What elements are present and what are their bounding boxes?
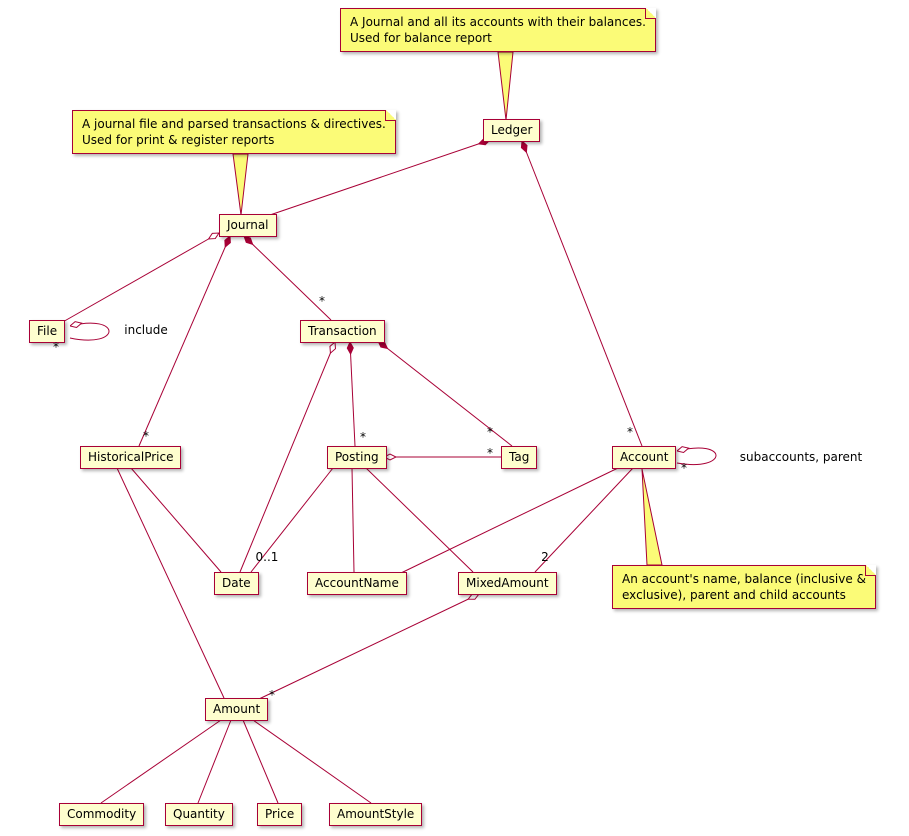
edge-file-self-loop [70, 323, 110, 341]
class-mixedamount: MixedAmount [458, 572, 557, 595]
label-tag-from-transaction-multiplicity: * [487, 425, 493, 439]
class-journal: Journal [219, 214, 277, 237]
note-journal-line2: Used for print & register reports [82, 133, 275, 147]
edge-transaction-date [239, 342, 335, 573]
edge-transaction-tag [378, 341, 513, 447]
note-account: An account's name, balance (inclusive & … [612, 565, 876, 609]
class-historicalprice: HistoricalPrice [80, 446, 182, 469]
note-account-line2: exclusive), parent and child accounts [622, 588, 846, 602]
edge-account-self-loop [677, 448, 717, 465]
edge-posting-mixedamount [365, 467, 474, 573]
edge-historicalprice-date [130, 467, 222, 573]
edge-posting-date [250, 467, 334, 573]
class-amount: Amount [205, 698, 269, 721]
note-ledger-line1: A Journal and all its accounts with thei… [350, 15, 646, 29]
label-tag-from-posting-multiplicity: * [487, 446, 493, 460]
class-accountname: AccountName [307, 572, 407, 595]
note-journal-line1: A journal file and parsed transactions &… [82, 117, 386, 131]
edge-journal-historicalprice [138, 236, 230, 447]
label-account-self-multiplicity: * [681, 461, 687, 475]
edge-mixedamount-amount [258, 594, 479, 700]
label-account-from-ledger-multiplicity: * [627, 425, 633, 439]
note-ledger: A Journal and all its accounts with thei… [340, 8, 656, 52]
note-tail-journal [232, 153, 249, 216]
note-journal: A journal file and parsed transactions &… [72, 110, 396, 154]
class-transaction: Transaction [300, 320, 385, 343]
label-include: include [124, 323, 168, 337]
label-amount-multiplicity: * [269, 688, 275, 702]
class-amountstyle: AmountStyle [329, 803, 423, 826]
edge-account-mixedamount [534, 467, 634, 573]
label-transaction-multiplicity: * [319, 294, 325, 308]
note-tail-ledger [497, 51, 514, 121]
note-fold-icon [384, 110, 396, 121]
edge-account-accountname [400, 467, 619, 574]
edge-ledger-account [522, 141, 643, 447]
class-commodity: Commodity [59, 803, 145, 826]
label-subaccounts-parent: subaccounts, parent [739, 450, 863, 464]
edge-amount-price [242, 719, 279, 804]
edge-ledger-journal [266, 140, 490, 217]
class-posting: Posting [327, 446, 387, 469]
edge-amount-quantity [197, 719, 232, 804]
class-price: Price [257, 803, 303, 826]
class-quantity: Quantity [165, 803, 233, 826]
label-posting-multiplicity: * [360, 430, 366, 444]
edge-journal-transaction [244, 236, 332, 321]
note-fold-icon [864, 565, 876, 576]
class-file: File [29, 320, 66, 343]
note-ledger-line2: Used for balance report [350, 31, 492, 45]
edge-amount-amountstyle [252, 719, 372, 804]
edge-journal-file [60, 233, 219, 324]
label-mixedamount-multiplicity: 2 [541, 550, 549, 564]
class-tag: Tag [501, 446, 538, 469]
note-account-line1: An account's name, balance (inclusive & [622, 572, 866, 586]
note-fold-icon [644, 8, 656, 19]
edge-historicalprice-amount [116, 467, 225, 699]
label-file-self-multiplicity: * [53, 340, 59, 354]
edge-amount-commodity [100, 719, 222, 804]
class-ledger: Ledger [483, 119, 541, 142]
label-historicalprice-multiplicity: * [143, 429, 149, 443]
label-date-multiplicity: 0..1 [255, 550, 279, 564]
class-account: Account [612, 446, 677, 469]
note-tail-account [641, 468, 663, 566]
edge-transaction-posting [350, 342, 356, 447]
edge-posting-accountname [351, 467, 355, 573]
class-date: Date [214, 572, 259, 595]
